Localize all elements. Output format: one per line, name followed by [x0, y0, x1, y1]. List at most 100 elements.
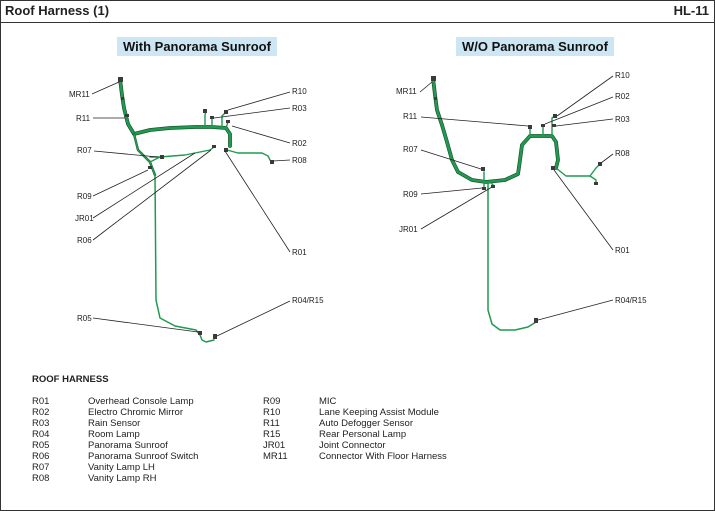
label-r08: R08: [615, 149, 630, 158]
legend-row: R01 Overhead Console Lamp: [32, 396, 198, 407]
label-jr01: JR01: [75, 214, 94, 223]
connector-jr01: [491, 185, 495, 188]
connector-mr11: [118, 77, 123, 82]
label-r10: R10: [615, 71, 630, 80]
legend-code: R08: [32, 473, 50, 484]
label-r03: R03: [292, 104, 307, 113]
label-r11: R11: [76, 114, 91, 123]
legend-code: R07: [32, 462, 50, 473]
legend-row: R03 Rain Sensor: [32, 418, 198, 429]
connector-r03: [210, 116, 214, 119]
connector-r08b: [594, 182, 598, 185]
connector-r08: [598, 162, 602, 166]
legend-code: R06: [32, 451, 50, 462]
header-bar: Roof Harness (1) HL-11: [0, 0, 715, 23]
legend-row: JR01 Joint Connector: [263, 440, 447, 451]
connector-r09: [148, 166, 152, 169]
label-r02: R02: [615, 92, 630, 101]
legend-code: R15: [263, 429, 281, 440]
page-title: Roof Harness (1): [5, 3, 110, 18]
connector-r01: [551, 166, 555, 170]
legend-code: JR01: [263, 440, 286, 451]
connector-r04r15: [213, 334, 217, 339]
legend-code: R09: [263, 396, 281, 407]
legend-code: R03: [32, 418, 50, 429]
label-r03: R03: [615, 115, 630, 124]
legend-desc: Rain Sensor: [88, 418, 141, 429]
legend-desc: Joint Connector: [319, 440, 386, 451]
connectors-right: [431, 76, 602, 323]
label-mr11: MR11: [69, 90, 90, 99]
connector-r02: [541, 124, 545, 127]
connector-r08: [270, 160, 274, 164]
legend-row: R04 Room Lamp: [32, 429, 198, 440]
label-r04r15: R04/R15: [292, 296, 324, 305]
label-r02: R02: [292, 139, 307, 148]
legend-code: R10: [263, 407, 281, 418]
legend-row: R15 Rear Personal Lamp: [263, 429, 447, 440]
legend-desc: Vanity Lamp RH: [88, 473, 157, 484]
legend-code: R11: [263, 418, 280, 429]
legend-desc: Rear Personal Lamp: [319, 429, 407, 440]
label-r10: R10: [292, 87, 307, 96]
legend-desc: Overhead Console Lamp: [88, 396, 194, 407]
label-r11: R11: [403, 112, 418, 121]
connector-r10: [224, 110, 228, 114]
harness-right: [431, 76, 601, 331]
connector-r02: [226, 120, 230, 123]
label-r08: R08: [292, 156, 307, 165]
connector-clip: [434, 97, 437, 100]
legend-desc: Electro Chromic Mirror: [88, 407, 184, 418]
legend-desc: Vanity Lamp LH: [88, 462, 155, 473]
connector-clip: [121, 97, 124, 100]
label-r01: R01: [615, 246, 630, 255]
label-r07: R07: [403, 145, 418, 154]
connector-r01: [224, 148, 228, 152]
legend-desc: Room Lamp: [88, 429, 140, 440]
label-r01: R01: [292, 248, 307, 257]
variant-title-with-sunroof: With Panorama Sunroof: [117, 37, 277, 56]
legend-row: R10 Lane Keeping Assist Module: [263, 407, 447, 418]
label-jr01: JR01: [399, 225, 418, 234]
legend-desc: Panorama Sunroof: [88, 440, 168, 451]
connector-r09: [482, 187, 486, 190]
legend-code: R01: [32, 396, 50, 407]
legend-row: R07 Vanity Lamp LH: [32, 462, 198, 473]
connectors-left: [118, 77, 274, 339]
legend-code: MR11: [263, 451, 288, 462]
legend-desc: Lane Keeping Assist Module: [319, 407, 439, 418]
connector-r07: [160, 155, 164, 159]
label-mr11: MR11: [396, 87, 417, 96]
diagram-without-sunroof: MR11 R11 R07 R09 JR01 R10 R02 R03 R08 R0…: [396, 71, 647, 331]
connector-r06: [198, 331, 202, 335]
connector-r04r15: [534, 318, 538, 323]
page-code: HL-11: [673, 3, 709, 18]
label-r09: R09: [77, 192, 92, 201]
legend-row: R06 Panorama Sunroof Switch: [32, 451, 198, 462]
label-r05: R05: [77, 314, 92, 323]
connector-r05: [203, 109, 207, 113]
label-r09: R09: [403, 190, 418, 199]
connector-r03: [552, 124, 556, 127]
connector-mr11: [431, 76, 436, 81]
connector-jr01: [212, 145, 216, 148]
diagram-with-sunroof: MR11 R11 R07 R09 JR01 R06 R05 R10 R03 R0…: [69, 77, 324, 343]
label-r07: R07: [77, 146, 92, 155]
legend-row: R11 Auto Defogger Sensor: [263, 418, 447, 429]
legend-desc: Panorama Sunroof Switch: [88, 451, 199, 462]
harness-left: [118, 77, 274, 343]
variant-title-without-sunroof: W/O Panorama Sunroof: [456, 37, 614, 56]
leader-lines-right: [419, 75, 614, 321]
legend-code: R05: [32, 440, 50, 451]
legend-desc: Auto Defogger Sensor: [319, 418, 414, 429]
connector-r11: [528, 125, 532, 129]
legend-row: R08 Vanity Lamp RH: [32, 473, 198, 484]
legend-code: R04: [32, 429, 50, 440]
legend-title: ROOF HARNESS: [32, 374, 109, 385]
